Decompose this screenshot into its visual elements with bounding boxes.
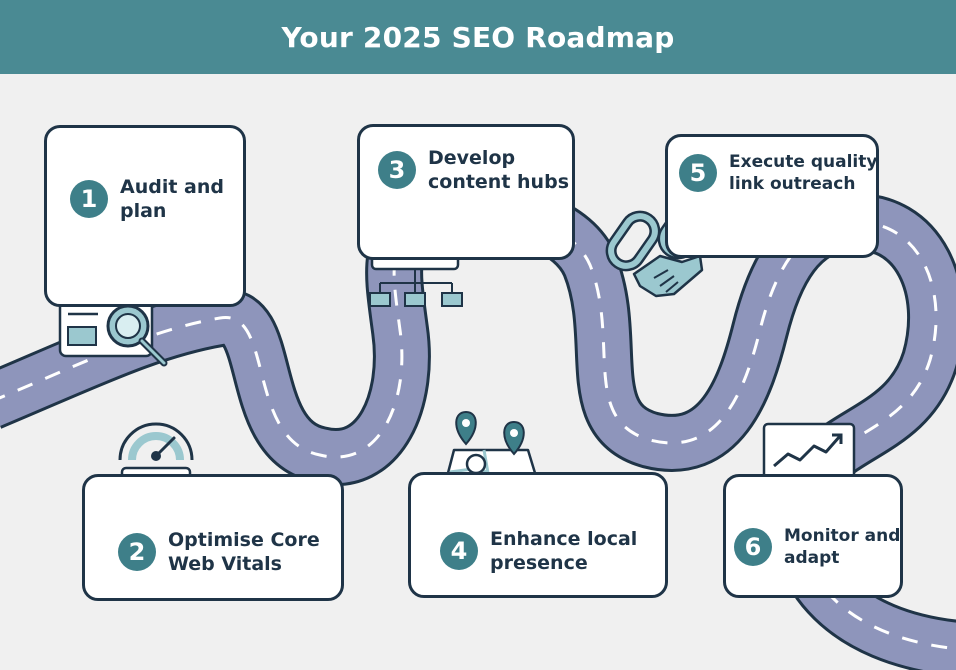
step-label: Develop content hubs [428, 147, 569, 193]
step-label: Enhance local presence [490, 528, 638, 574]
header-banner: Your 2025 SEO Roadmap [0, 0, 956, 74]
step-number-badge: 3 [378, 151, 416, 189]
step-card-3 [357, 124, 575, 260]
step-number-badge: 6 [734, 528, 772, 566]
winding-road [0, 184, 956, 670]
step-number-badge: 5 [679, 154, 717, 192]
step-6: 6 Monitor and adapt [734, 525, 900, 569]
step-card-1 [44, 125, 246, 307]
step-3: 3 Develop content hubs [378, 146, 569, 194]
step-number-badge: 2 [118, 533, 156, 571]
step-5: 5 Execute quality link outreach [679, 151, 877, 195]
step-2: 2 Optimise Core Web Vitals [118, 528, 320, 576]
step-label: Monitor and adapt [784, 526, 901, 568]
page-title: Your 2025 SEO Roadmap [281, 20, 675, 54]
step-number-badge: 4 [440, 532, 478, 570]
step-number-badge: 1 [70, 180, 108, 218]
step-label: Audit and plan [120, 176, 224, 222]
step-4: 4 Enhance local presence [440, 527, 637, 575]
step-label: Optimise Core Web Vitals [168, 529, 320, 575]
step-label: Execute quality link outreach [729, 152, 878, 194]
step-1: 1 Audit and plan [70, 175, 224, 223]
